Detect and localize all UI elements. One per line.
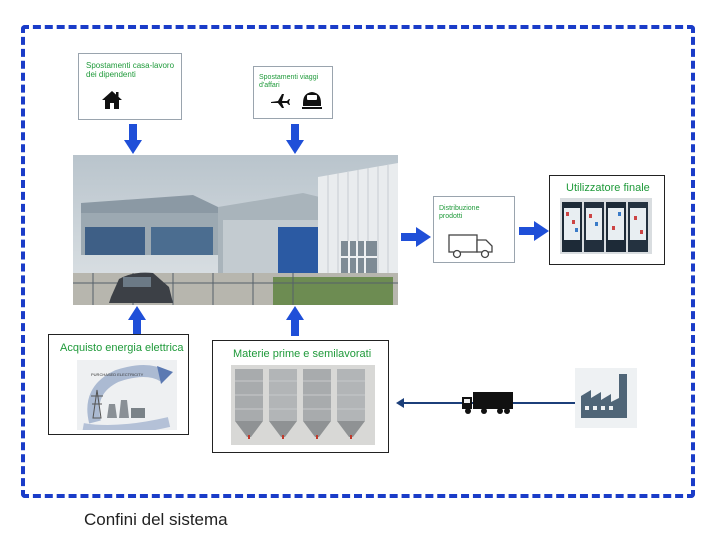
boundary-caption: Confini del sistema (84, 510, 228, 529)
vending-machines-photo (560, 198, 652, 254)
electricity-label: Acquisto energia elettrica (60, 342, 184, 354)
arrow-commute-to-factory (124, 124, 142, 154)
electricity-box: Acquisto energia elettrica PURCHASED ELE… (48, 334, 189, 435)
storage-silos-photo (231, 365, 375, 445)
arrow-travel-to-factory (286, 124, 304, 154)
plane-icon (270, 93, 290, 109)
end-user-box: Utilizzatore finale (549, 175, 665, 265)
arrow-factory-to-distribution (401, 227, 431, 247)
train-icon (300, 89, 324, 111)
commute-box: Spostamenti casa-lavoro dei dipendenti (78, 53, 182, 120)
supplier-factory-icon (575, 368, 637, 428)
materials-label: Materie prime e semilavorati (233, 348, 372, 360)
arrow-distribution-to-end-user (519, 221, 549, 241)
arrow-electricity-to-factory (128, 306, 146, 336)
business-travel-label: Spostamenti viaggi d'affari (259, 74, 319, 89)
delivery-truck-icon (448, 233, 494, 259)
arrow-materials-to-factory (286, 306, 304, 336)
electricity-image-text: PURCHASED ELECTRICITY (91, 372, 144, 377)
system-boundary (21, 25, 695, 498)
house-icon (101, 90, 123, 110)
distribution-box: Distribuzione prodotti (433, 196, 515, 263)
distribution-label: Distribuzione prodotti (439, 205, 480, 220)
end-user-label: Utilizzatore finale (566, 182, 650, 194)
factory-building-photo (73, 155, 398, 305)
commute-label: Spostamenti casa-lavoro dei dipendenti (86, 61, 175, 79)
business-travel-box: Spostamenti viaggi d'affari (253, 66, 333, 119)
freight-truck-icon (462, 391, 514, 415)
materials-box: Materie prime e semilavorati (212, 340, 389, 453)
power-plant-icon: PURCHASED ELECTRICITY (77, 360, 177, 430)
